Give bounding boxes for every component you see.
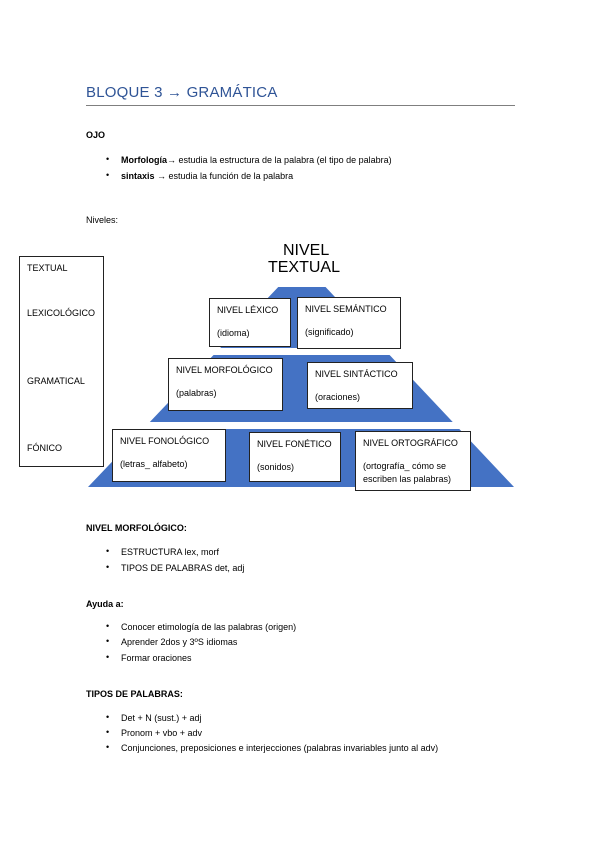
box-subtitle: (idioma) <box>217 328 250 338</box>
term-text: → estudia la función de la palabra <box>154 171 294 181</box>
pyramid-apex <box>256 262 348 287</box>
morfologico-heading: NIVEL MORFOLÓGICO: <box>86 523 187 533</box>
item-text: ESTRUCTURA lex, morf <box>121 547 220 557</box>
bullet-icon: • <box>106 546 110 556</box>
list-item: • Formar oraciones <box>106 652 192 663</box>
tipos-heading: TIPOS DE PALABRAS: <box>86 689 183 699</box>
niveles-heading: Niveles: <box>86 215 119 225</box>
list-item: • ESTRUCTURA lex, morf <box>106 546 220 557</box>
box-nivel-fonologico: NIVEL FONOLÓGICO (letras_ alfabeto) <box>112 429 226 482</box>
apex-line-2: TEXTUAL <box>267 259 340 276</box>
list-item: • TIPOS DE PALABRAS det, adj <box>106 562 245 573</box>
level-textual: TEXTUAL <box>27 263 68 273</box>
box-nivel-semantico: NIVEL SEMÁNTICO (significado) <box>297 297 401 349</box>
term-bold: sintaxis <box>121 171 155 181</box>
box-title: NIVEL SEMÁNTICO <box>305 304 387 314</box>
box-subtitle: (letras_ alfabeto) <box>120 459 188 469</box>
item-text: Formar oraciones <box>121 653 192 663</box>
level-lexicologico: LEXICOLÓGICO <box>27 308 96 318</box>
bullet-icon: • <box>106 562 110 572</box>
pyramid-band-2 <box>100 422 505 429</box>
list-item: • Morfología→ estudia la estructura de l… <box>106 154 392 165</box>
bullet-icon: • <box>106 170 110 180</box>
box-title: NIVEL FONOLÓGICO <box>120 436 210 446</box>
ayuda-heading: Ayuda a: <box>86 599 124 609</box>
box-nivel-fonetico: NIVEL FONÉTICO (sonidos) <box>249 432 341 482</box>
levels-box: TEXTUAL LEXICOLÓGICO GRAMATICAL FÓNICO <box>19 256 104 467</box>
item-text: Aprender 2dos y 3ºS idiomas <box>121 637 238 647</box>
list-item: • Conjunciones, preposiciones e interjec… <box>106 742 439 753</box>
bullet-icon: • <box>106 742 110 752</box>
box-nivel-sintactico: NIVEL SINTÁCTICO (oraciones) <box>307 362 413 409</box>
list-item: • Aprender 2dos y 3ºS idiomas <box>106 636 238 647</box>
item-text: Det + N (sust.) + adj <box>121 713 202 723</box>
box-nivel-ortografico: NIVEL ORTOGRÁFICO (ortografía_ cómo se e… <box>355 431 471 491</box>
bullet-icon: • <box>106 636 110 646</box>
bullet-icon: • <box>106 712 110 722</box>
bullet-icon: • <box>106 154 110 164</box>
box-nivel-morfologico: NIVEL MORFOLÓGICO (palabras) <box>168 358 283 411</box>
term-text: estudia la estructura de la palabra (el … <box>176 155 392 165</box>
bullet-icon: • <box>106 652 110 662</box>
ojo-heading: OJO <box>86 130 106 140</box>
item-text: Conjunciones, preposiciones e interjecci… <box>121 743 439 753</box>
apex-line-1: NIVEL <box>283 242 330 259</box>
apex-label: NIVEL TEXTUAL <box>268 242 340 276</box>
box-title: NIVEL LÉXICO <box>217 305 279 315</box>
item-text: TIPOS DE PALABRAS det, adj <box>121 563 245 573</box>
item-text: Conocer etimología de las palabras (orig… <box>121 622 297 632</box>
box-subtitle-2: escriben las palabras) <box>363 474 452 484</box>
box-title: NIVEL ORTOGRÁFICO <box>363 438 458 448</box>
box-subtitle: (palabras) <box>176 388 217 398</box>
title-underline <box>86 105 515 106</box>
box-title: NIVEL SINTÁCTICO <box>315 369 398 379</box>
bullet-icon: • <box>106 621 110 631</box>
list-item: • sintaxis → estudia la función de la pa… <box>106 170 294 181</box>
list-item: • Conocer etimología de las palabras (or… <box>106 621 297 632</box>
level-gramatical: GRAMATICAL <box>27 376 85 386</box>
box-subtitle: (ortografía_ cómo se <box>363 461 447 471</box>
box-title: NIVEL FONÉTICO <box>257 439 332 449</box>
term-bold: Morfología→ <box>121 155 176 165</box>
bullet-icon: • <box>106 727 110 737</box>
box-subtitle: (oraciones) <box>315 392 361 402</box>
box-subtitle: (sonidos) <box>257 462 295 472</box>
box-subtitle: (significado) <box>305 327 354 337</box>
item-text: Pronom + vbo + adv <box>121 728 203 738</box>
list-item: • Pronom + vbo + adv <box>106 727 203 738</box>
level-fonico: FÓNICO <box>27 443 62 453</box>
pyramid-band-1 <box>180 348 430 355</box>
box-nivel-lexico: NIVEL LÉXICO (idioma) <box>209 298 291 347</box>
page-title: BLOQUE 3 → GRAMÁTICA <box>86 84 278 101</box>
list-item: • Det + N (sust.) + adj <box>106 712 202 723</box>
box-title: NIVEL MORFOLÓGICO <box>176 365 273 375</box>
